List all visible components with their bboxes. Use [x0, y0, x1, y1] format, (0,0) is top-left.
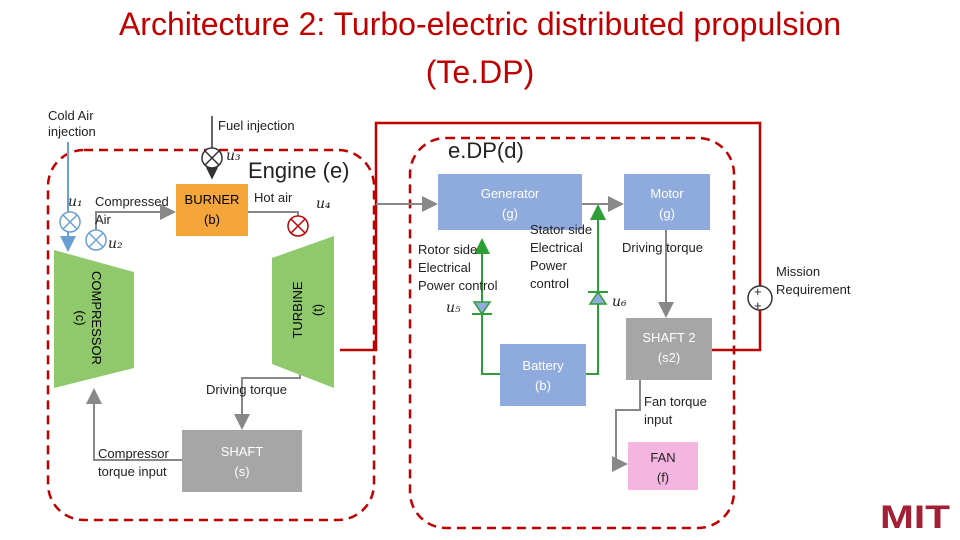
generator-sublabel: (g): [502, 206, 518, 221]
cold-air-label-2: injection: [48, 124, 96, 139]
mit-logo: MIT: [880, 499, 951, 535]
rotor-control-line: [481, 240, 500, 375]
hot-air-label: Hot air: [254, 190, 293, 205]
motor-label: Motor: [650, 186, 684, 201]
edp-section-title: e.DP(d): [448, 138, 524, 163]
shaft2-to-fan-line: [612, 380, 641, 472]
battery-label: Battery: [522, 358, 564, 373]
fan-block: [628, 442, 698, 490]
stator-side-label-4: control: [530, 276, 569, 291]
diode-u5: [472, 301, 492, 316]
cold-air-label-1: Cold Air: [48, 108, 94, 123]
valve-u1-icon: [59, 211, 81, 233]
valve-u4-icon: [287, 215, 309, 237]
shaft-sublabel: (s): [234, 464, 249, 479]
turbine-block: [272, 236, 334, 388]
compressor-torque-label-1: Compressor: [98, 446, 169, 461]
fan-torque-label-2: input: [644, 412, 673, 427]
turbine-label: TURBINE: [290, 281, 305, 338]
generator-block: [438, 174, 582, 230]
shaft2-sublabel: (s2): [658, 350, 680, 365]
rotor-side-label-3: Power control: [418, 278, 498, 293]
burner-sublabel: (b): [204, 212, 220, 227]
stator-side-label-3: Power: [530, 258, 568, 273]
stator-side-label-1: Stator side: [530, 222, 592, 237]
sum-plus-bottom: +: [754, 298, 762, 313]
mission-to-shaft2-line: [712, 300, 762, 352]
turbine-sublabel: (t): [310, 304, 325, 316]
shaft-label: SHAFT: [221, 444, 264, 459]
slide-title-line1: Architecture 2: Turbo-electric distribut…: [118, 6, 842, 42]
compressor-sublabel: (c): [73, 310, 88, 325]
driving-torque-line: [234, 370, 301, 430]
shaft-block: [182, 430, 302, 492]
driving-torque-engine-label: Driving torque: [206, 382, 287, 397]
compressor-label: COMPRESSOR: [89, 271, 104, 365]
rotor-side-label-1: Rotor side: [418, 242, 477, 257]
diode-u6: [588, 290, 608, 305]
driving-torque-motor-label: Driving torque: [622, 240, 703, 255]
stator-control-line: [586, 206, 599, 375]
battery-sublabel: (b): [535, 378, 551, 393]
u2-label: u₂: [108, 236, 123, 252]
compressed-air-label-1: Compressed: [95, 194, 169, 209]
u4-label: u₄: [316, 196, 331, 212]
burner-block: [176, 184, 248, 236]
rotor-side-label-2: Electrical: [418, 260, 471, 275]
stator-side-label-2: Electrical: [530, 240, 583, 255]
u3-label: u₃: [226, 148, 241, 164]
shaft2-block: [626, 318, 712, 380]
mission-label-2: Requirement: [776, 282, 851, 297]
fuel-injection-label: Fuel injection: [218, 118, 295, 133]
engine-section-title: Engine (e): [248, 158, 350, 183]
compressor-block: [54, 250, 134, 388]
fan-sublabel: (f): [657, 470, 669, 485]
edp-section-border: [408, 136, 736, 530]
mission-label-1: Mission: [776, 264, 820, 279]
summing-junction-icon: [747, 285, 773, 311]
generator-label: Generator: [481, 186, 540, 201]
power-link-line: [340, 121, 762, 352]
compressor-torque-line: [86, 388, 182, 461]
motor-sublabel: (g): [659, 206, 675, 221]
fan-torque-label-1: Fan torque: [644, 394, 707, 409]
valve-u3-icon: [201, 147, 223, 169]
compressed-air-label-2: Air: [95, 212, 112, 227]
shaft2-label: SHAFT 2: [642, 330, 695, 345]
u5-label: u₅: [446, 300, 461, 316]
motor-block: [624, 174, 710, 230]
fan-label: FAN: [650, 450, 675, 465]
compressor-torque-label-2: torque input: [98, 464, 167, 479]
slide-title-line2: (Te.DP): [425, 54, 535, 90]
u1-label: u₁: [68, 194, 83, 210]
u6-label: u₆: [612, 294, 627, 310]
battery-block: [500, 344, 586, 406]
burner-label: BURNER: [185, 192, 240, 207]
valve-u2-icon: [85, 229, 107, 251]
sum-plus-top: +: [754, 284, 762, 299]
